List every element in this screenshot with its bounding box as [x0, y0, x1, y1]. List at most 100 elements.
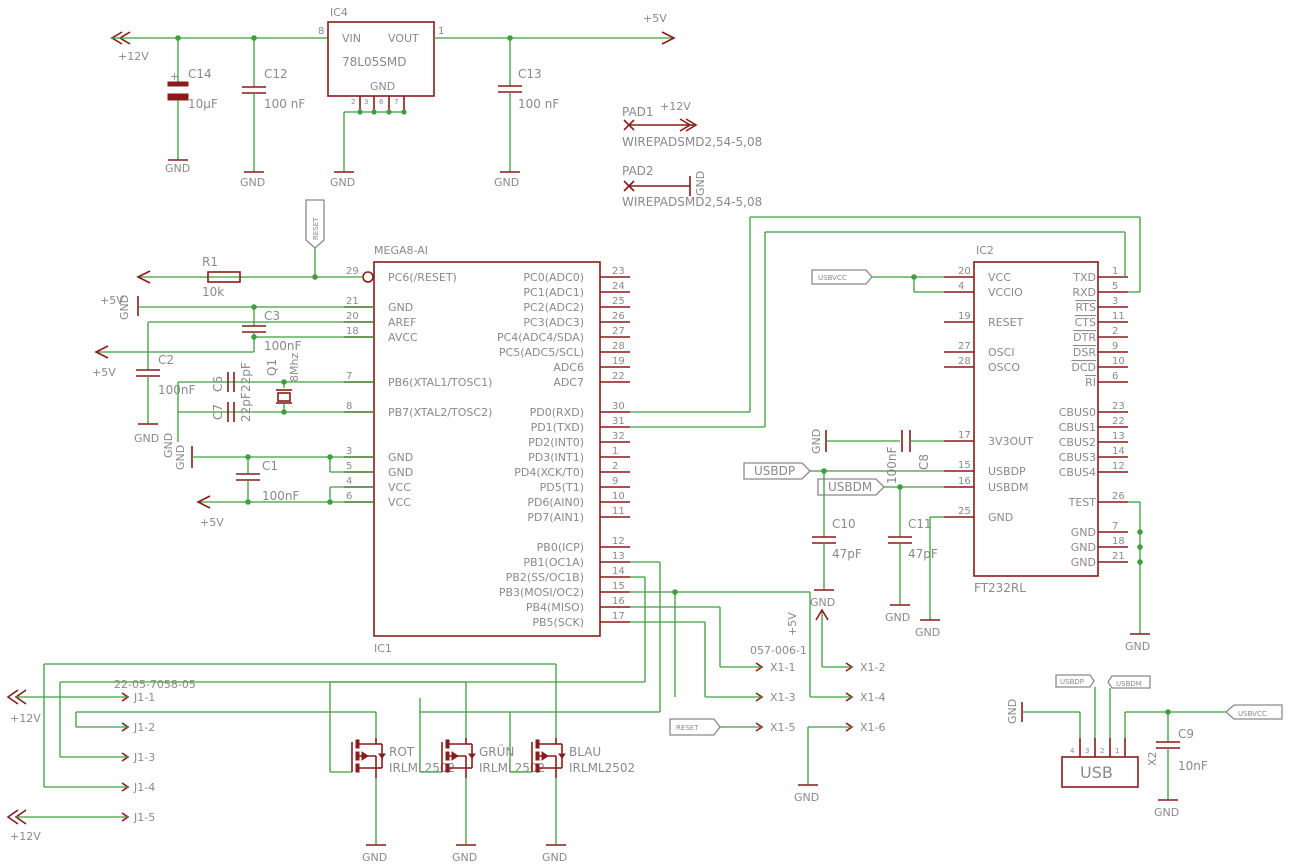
c7-value: 22pF — [239, 392, 253, 422]
ic2-pin-label: DTR — [1073, 331, 1096, 344]
ic1-pin-num: 14 — [612, 566, 625, 577]
ic1-name: IC1 — [374, 642, 392, 655]
ic1-pin-label: PB7(XTAL2/TOSC2) — [388, 406, 492, 419]
ic1-pin-label: PC6(/RESET) — [388, 271, 457, 284]
ic2-pin-label: OSCO — [988, 361, 1020, 374]
ic1-pin-num: 7 — [346, 371, 352, 382]
svg-text:VIN: VIN — [342, 32, 361, 45]
ic2-pin-num: 7 — [1112, 521, 1118, 532]
ic2-pin-num: 10 — [1112, 356, 1125, 367]
ic2-pin-label: GND — [1071, 526, 1096, 539]
ic2-pin-num: 3 — [1112, 296, 1118, 307]
ic1-pin-num: 8 — [346, 401, 352, 412]
ic2-pin-num: 16 — [958, 476, 971, 487]
pad1-value: WIREPADSMD2,54-5,08 — [622, 135, 762, 149]
svg-text:8: 8 — [318, 26, 324, 37]
ic1-pin-label: AVCC — [388, 331, 418, 344]
ic1-right-pins: 23PC0(ADC0)24PC1(ADC1)25PC2(ADC2)26PC3(A… — [497, 266, 630, 629]
ic1-pin-num: 20 — [346, 311, 359, 322]
usb-connector: USB X2 4 3 2 1 GND USBDP USBDM USBVCC C9… — [1006, 674, 1283, 819]
j1-pin-label: J1-1 — [133, 691, 155, 704]
svg-text:USBDP: USBDP — [754, 464, 795, 478]
svg-text:GND: GND — [162, 433, 175, 458]
ic1-pin-label: PD2(INT0) — [528, 436, 584, 449]
c9-value: 10nF — [1178, 759, 1208, 773]
ic1-pin-num: 29 — [346, 266, 359, 277]
mosfet-value: IRLML2502 — [479, 761, 545, 775]
ic1-pin-num: 22 — [612, 371, 625, 382]
svg-text:+5V: +5V — [200, 516, 224, 529]
ic2-pin-label: CBUS3 — [1059, 451, 1096, 464]
mega8-analog-supply: GND C3 100nF +5V C2 100nF GND — [92, 295, 374, 445]
ic2-pin-num: 14 — [1112, 446, 1125, 457]
mega8-digital-supply: C1 100nF +5V — [192, 454, 374, 529]
mosfet-name: BLAU — [569, 745, 601, 759]
ic1-body — [373, 261, 601, 637]
mosfet-name: ROT — [389, 745, 415, 759]
uart-wiring — [630, 216, 1141, 428]
j1-name: 22-05-7058-05 — [114, 678, 196, 691]
ic1-pin-label: PC4(ADC4/SDA) — [497, 331, 584, 344]
ic1-pin-num: 9 — [612, 476, 618, 487]
c10-value: 47pF — [832, 547, 862, 561]
svg-text:+12V: +12V — [660, 100, 691, 113]
pad2-value: WIREPADSMD2,54-5,08 — [622, 195, 762, 209]
ic1-pin-num: 18 — [346, 326, 359, 337]
c14-plate-negative — [167, 93, 189, 101]
usbvcc-net-label — [811, 269, 873, 285]
net-label-12v-top: +12V — [118, 50, 149, 63]
ic2-pin-label: RI — [1085, 376, 1096, 389]
x1-name: 057-006-1 — [750, 644, 807, 657]
reset-net-label — [305, 199, 325, 249]
ic2-pin-label: TXD — [1072, 271, 1096, 284]
ic1-pin-num: 17 — [612, 611, 625, 622]
reset-net-label-x1 — [669, 718, 721, 736]
ic1-pin-num: 6 — [346, 491, 352, 502]
ic4-name: IC4 — [330, 6, 348, 19]
ic1-pin-num: 1 — [612, 446, 618, 457]
ic1-pin-label: GND — [388, 301, 413, 314]
svg-text:GND: GND — [810, 596, 835, 609]
power-supply-section: +12V + C14 10µF GND C12 100 nF GND IC4 V… — [110, 6, 676, 189]
c13-value: 100 nF — [518, 97, 559, 111]
q1-body — [277, 392, 291, 402]
ic2-pin-num: 25 — [958, 506, 971, 517]
ic1-pin-num: 28 — [612, 341, 625, 352]
svg-text:3: 3 — [364, 98, 368, 106]
ic1-pin-label: GND — [388, 451, 413, 464]
ic2-pin-label: CBUS2 — [1059, 436, 1096, 449]
c14-name: C14 — [188, 67, 212, 81]
ic1-pin-label: PC5(ADC5/SCL) — [499, 346, 584, 359]
svg-text:GND: GND — [494, 176, 519, 189]
svg-text:3: 3 — [1085, 747, 1089, 755]
ic1-pin-label: PD7(AIN1) — [527, 511, 584, 524]
svg-text:USBDM: USBDM — [1116, 680, 1142, 688]
ic2-body — [973, 261, 1099, 577]
ic2-pin-label: VCCIO — [988, 286, 1023, 299]
svg-text:+5V: +5V — [100, 294, 124, 307]
ic1-pin-label: PC1(ADC1) — [523, 286, 584, 299]
ic2-pin-num: 4 — [958, 281, 964, 292]
ic2-pin-num: 23 — [1112, 401, 1125, 412]
ic2-pin-num: 11 — [1112, 311, 1125, 322]
ic2-pin-label: RXD — [1072, 286, 1096, 299]
c12-name: C12 — [264, 67, 288, 81]
c13-name: C13 — [518, 67, 542, 81]
ic2-pin-label: USBDM — [988, 481, 1029, 494]
ic1-pin-label: PD0(RXD) — [530, 406, 584, 419]
ic2-pin-num: 9 — [1112, 341, 1118, 352]
wire-pads: PAD1 +12V WIREPADSMD2,54-5,08 PAD2 GND W… — [622, 100, 762, 209]
svg-text:+5V: +5V — [786, 612, 799, 636]
usb-value: USB — [1080, 763, 1113, 782]
ic1-pin-label: PD5(T1) — [540, 481, 584, 494]
reset-network: R1 10k RESET +5V — [100, 199, 374, 307]
c6-value: 22pF — [239, 362, 253, 392]
ic1-pin-num: 27 — [612, 326, 625, 337]
